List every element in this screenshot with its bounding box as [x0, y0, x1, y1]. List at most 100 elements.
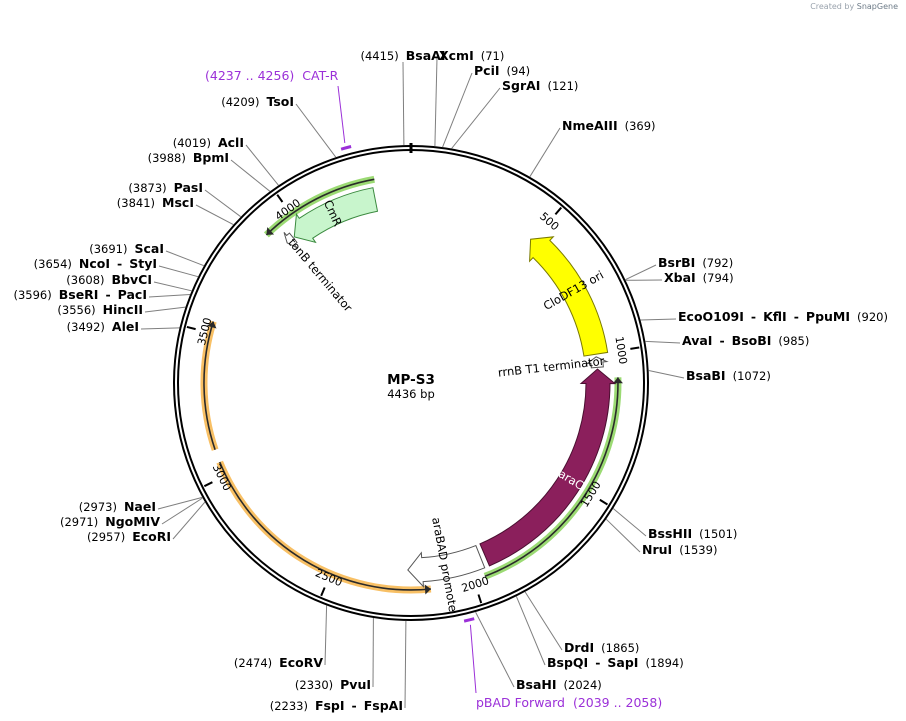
site-label: BsaBI(1072) [686, 368, 771, 383]
enzyme-name: PacI [118, 287, 147, 302]
site-label: (3691)ScaI [89, 241, 164, 256]
site-position: (2024) [564, 678, 602, 692]
site-leader [442, 72, 473, 148]
enzyme-name: MscI [162, 195, 194, 210]
site-leader [161, 497, 203, 525]
enzyme-name: FspI [315, 698, 345, 713]
enzyme-name: XbaI [664, 270, 696, 285]
site-label: NmeAIII (369) [562, 118, 656, 133]
site-label: (3988)BpmI [148, 150, 229, 165]
primer-range: (4237 .. 4256) [205, 68, 294, 83]
enzyme-name: BpmI [193, 150, 229, 165]
enzyme-name: EcoRI [132, 529, 171, 544]
site-label: (3596)BseRI-PacI [13, 287, 147, 302]
site-position: (2474) [234, 656, 272, 670]
site-leader [204, 189, 241, 218]
primer-name: pBAD Forward [476, 695, 565, 710]
feature-rrnb-t1-terminator [585, 356, 609, 369]
enzyme-name: BsaHI [516, 677, 557, 692]
site-leader [529, 127, 561, 178]
site-label: BsrBI(792) [658, 255, 733, 270]
site-label: (4415)BsaAI [361, 48, 446, 63]
site-label: (3841) MscI [117, 195, 194, 210]
site-position: (3608) [66, 273, 104, 287]
enzyme-name: EcoO109I [678, 309, 744, 324]
site-label: BspQI-SapI(1894) [547, 655, 684, 670]
enzyme-separator: - [105, 287, 110, 302]
tick-mark [276, 194, 284, 203]
enzyme-name: NruI [642, 542, 672, 557]
site-label: BsaHI (2024) [516, 677, 602, 692]
site-position: (794) [703, 271, 734, 285]
primer-range: (2039 .. 2058) [573, 695, 662, 710]
site-position: (3654) [34, 257, 72, 271]
orf-layer [200, 175, 623, 595]
site-position: (1539) [679, 543, 717, 557]
site-leader [640, 318, 677, 321]
site-leader [165, 250, 205, 267]
enzyme-name: BsaBI [686, 368, 726, 383]
primer-leader [337, 85, 346, 144]
site-leader [195, 204, 234, 226]
enzyme-name: PpuMI [806, 309, 850, 324]
site-position: (1894) [645, 656, 683, 670]
site-label-layer: (4415)BsaAIXcmI(71)PciI(94)SgrAI(121)Nme… [13, 48, 887, 713]
tick-label: 2000 [460, 574, 491, 595]
site-position: (920) [857, 310, 888, 324]
site-position: (985) [778, 334, 809, 348]
snapgene-watermark: Created by SnapGene [810, 2, 898, 11]
enzyme-name: PasI [174, 180, 203, 195]
tick-mark [320, 587, 326, 597]
site-position: (4019) [173, 136, 211, 150]
feature-clodf13-ori [529, 236, 609, 357]
site-position: (71) [481, 49, 505, 63]
orf-arrowhead [612, 377, 623, 384]
site-position: (4209) [221, 95, 259, 109]
enzyme-separator: - [352, 698, 357, 713]
site-position: (94) [507, 64, 531, 78]
site-label: SgrAI(121) [502, 78, 578, 93]
site-position: (4415) [361, 49, 399, 63]
site-leader [434, 57, 438, 147]
enzyme-name: BseRI [59, 287, 99, 302]
tick-mark [203, 481, 213, 488]
feature-cmr [293, 187, 379, 244]
enzyme-name: BspQI [547, 655, 588, 670]
site-leader [402, 61, 405, 146]
enzyme-name: NmeAIII [562, 118, 618, 133]
backbone [173, 143, 649, 621]
site-leader [324, 605, 328, 666]
enzyme-name: EcoRV [279, 655, 323, 670]
enzyme-name: BsoBI [732, 333, 772, 348]
site-position: (2330) [295, 678, 333, 692]
feature-arabad-promoter [407, 544, 486, 588]
site-leader [157, 496, 203, 510]
site-position: (3841) [117, 196, 155, 210]
plasmid-length: 4436 bp [387, 387, 435, 401]
site-leader [144, 306, 186, 313]
primer-name: CAT-R [302, 68, 338, 83]
primer-label: pBAD Forward (2039 .. 2058) [476, 695, 662, 710]
primer-layer: (4237 .. 4256) CAT-R pBAD Forward (2039 .. … [205, 68, 662, 710]
site-position: (2233) [270, 699, 308, 713]
site-leader-layer [140, 57, 685, 709]
watermark-prefix: Created by [810, 2, 855, 11]
tick-label: 1000 [612, 335, 629, 365]
enzyme-name: NaeI [124, 499, 156, 514]
enzyme-separator: - [117, 256, 122, 271]
tick-mark [186, 325, 196, 331]
site-position: (369) [625, 119, 656, 133]
enzyme-name: BssHII [648, 526, 692, 541]
site-label: (3556)HincII [57, 302, 143, 317]
site-leader [451, 87, 501, 149]
site-label: XcmI(71) [439, 48, 504, 63]
enzyme-name: NgoMIV [105, 514, 160, 529]
site-leader [612, 508, 647, 537]
site-label: (4209)TsoI [221, 94, 294, 109]
site-label: (2957)EcoRI [87, 529, 171, 544]
site-leader [648, 370, 685, 379]
site-position: (2973) [79, 500, 117, 514]
site-position: (121) [547, 79, 578, 93]
